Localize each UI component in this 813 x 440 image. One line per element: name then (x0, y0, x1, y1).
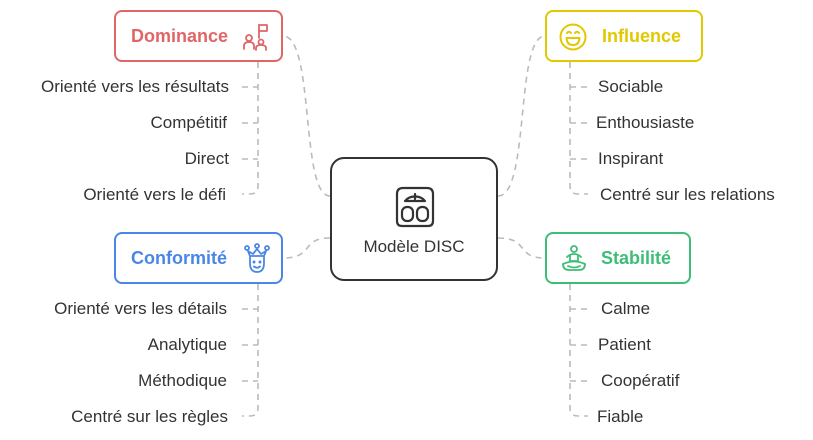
dominance-box: Dominance (114, 10, 283, 62)
influence-item: Centré sur les relations (600, 185, 775, 204)
influence-item: Sociable (598, 77, 664, 96)
conformite-item: Méthodique (138, 371, 227, 390)
crown-face-icon (243, 243, 271, 275)
influence-item: Enthousiaste (596, 113, 695, 132)
conformite-item: Analytique (147, 335, 227, 354)
conformite-item: Centré sur les règles (71, 407, 228, 426)
center-title: Modèle DISC (363, 237, 465, 256)
center-node: Modèle DISC (330, 157, 498, 281)
smiley-icon (558, 22, 588, 52)
influence-box: Influence (545, 10, 703, 62)
dominance-title: Dominance (131, 25, 229, 46)
dominance-item: Direct (184, 149, 229, 168)
dominance-item: Orienté vers le défi (83, 185, 226, 204)
dominance-item: Compétitif (150, 113, 227, 132)
stabilite-box: Stabilité (545, 232, 691, 284)
conformite-title: Conformité (131, 247, 227, 268)
dominance-item: Orienté vers les résultats (40, 77, 229, 96)
meditation-icon (559, 244, 589, 274)
influence-item: Inspirant (598, 149, 664, 168)
scale-icon (393, 183, 437, 229)
people-flag-icon (242, 23, 270, 51)
stabilite-title: Stabilité (601, 247, 672, 268)
stabilite-item: Fiable (597, 407, 644, 426)
stabilite-item: Calme (601, 299, 651, 318)
stabilite-item: Patient (598, 335, 651, 354)
conformite-item: Orienté vers les détails (54, 299, 227, 318)
stabilite-item: Coopératif (601, 371, 680, 390)
influence-title: Influence (602, 25, 682, 46)
conformite-box: Conformité (114, 232, 283, 284)
